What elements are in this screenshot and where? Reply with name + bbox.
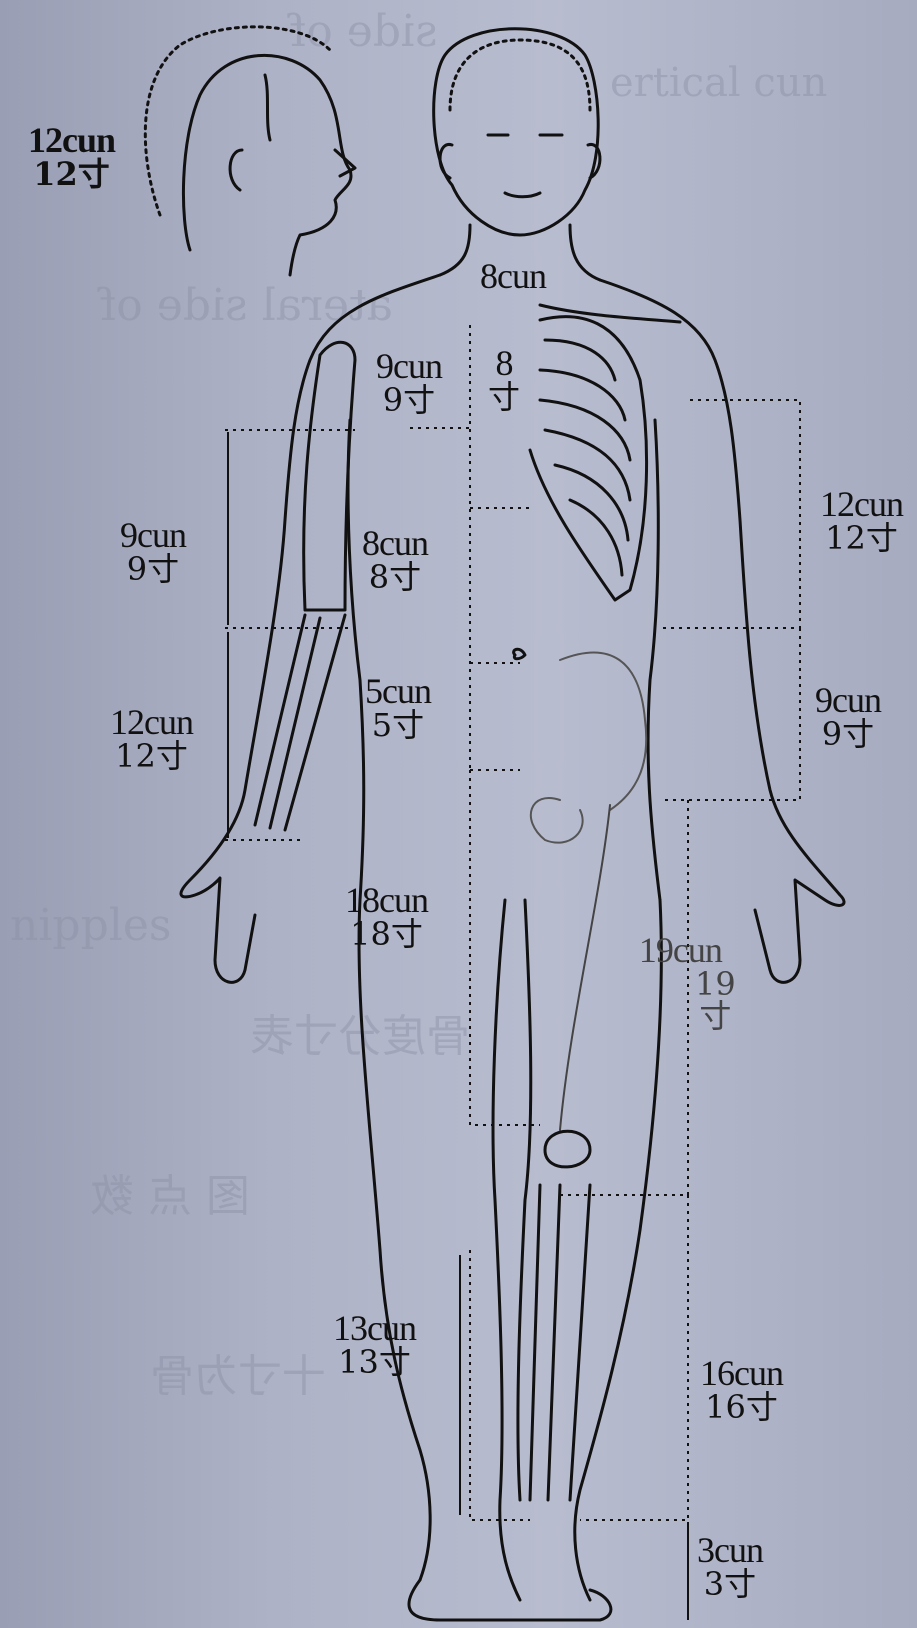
profile-ear bbox=[230, 150, 242, 190]
leg-left-outer bbox=[380, 1250, 430, 1580]
kneecap bbox=[545, 1131, 590, 1167]
ribcage bbox=[530, 317, 647, 600]
guide-lateral-leg bbox=[560, 800, 688, 1520]
label-head-zh: 12寸 bbox=[28, 158, 115, 190]
label-leg-lateral: 16cun 16寸 bbox=[700, 1355, 783, 1423]
label-head: 12cun 12寸 bbox=[28, 122, 115, 190]
label-upper-abdomen-zh: 8寸 bbox=[362, 561, 428, 593]
navel bbox=[514, 649, 525, 659]
label-thigh-medial-zh: 18寸 bbox=[345, 918, 428, 950]
label-leg-lateral-en: 16cun bbox=[700, 1355, 783, 1391]
neck-right bbox=[570, 225, 600, 280]
label-nipples-en: 8 bbox=[488, 345, 520, 381]
label-leg-medial-zh: 13寸 bbox=[333, 1346, 416, 1378]
label-leg-medial-en: 13cun bbox=[333, 1310, 416, 1346]
humerus bbox=[304, 342, 355, 610]
femur bbox=[560, 805, 610, 1130]
label-leg-lateral-zh: 16寸 bbox=[700, 1391, 783, 1423]
label-shoulders: 8cun bbox=[480, 258, 546, 294]
leg-right-inner bbox=[518, 900, 531, 1500]
guide-right-box bbox=[660, 400, 800, 800]
label-thigh-medial-en: 18cun bbox=[345, 882, 428, 918]
label-hip: 9cun 9寸 bbox=[815, 682, 881, 750]
label-upper-abdomen-en: 8cun bbox=[362, 525, 428, 561]
label-head-en: 12cun bbox=[28, 122, 115, 158]
label-lower-abdomen-en: 5cun bbox=[365, 673, 431, 709]
label-forearm-en: 12cun bbox=[110, 704, 193, 740]
label-ankle: 3cun 3寸 bbox=[697, 1532, 763, 1600]
tibia bbox=[530, 1185, 590, 1500]
pelvis bbox=[531, 653, 646, 843]
label-upper-arm: 9cun 9寸 bbox=[120, 517, 186, 585]
label-forearm: 12cun 12寸 bbox=[110, 704, 193, 772]
label-armpit: 9cun 9寸 bbox=[376, 348, 442, 416]
label-armpit-zh: 9寸 bbox=[376, 384, 442, 416]
feet bbox=[409, 1580, 611, 1620]
leg-left-inner bbox=[493, 900, 520, 1600]
label-armpit-en: 9cun bbox=[376, 348, 442, 384]
neck-left bbox=[440, 225, 470, 275]
label-shoulders-en: 8cun bbox=[480, 258, 546, 294]
right-shoulder bbox=[600, 280, 844, 982]
label-lower-abdomen: 5cun 5寸 bbox=[365, 673, 431, 741]
label-flank-en: 12cun bbox=[820, 486, 903, 522]
label-upper-arm-zh: 9寸 bbox=[120, 553, 186, 585]
label-forearm-zh: 12寸 bbox=[110, 740, 193, 772]
front-head-outline bbox=[434, 29, 599, 235]
label-flank: 12cun 12寸 bbox=[820, 486, 903, 554]
label-thigh-medial: 18cun 18寸 bbox=[345, 882, 428, 950]
mouth bbox=[505, 193, 540, 197]
profile-hairline bbox=[265, 75, 270, 140]
label-flank-zh: 12寸 bbox=[820, 522, 903, 554]
label-thigh-lateral-zh: 19 bbox=[695, 968, 736, 1000]
label-upper-arm-en: 9cun bbox=[120, 517, 186, 553]
label-nipples: 8 寸 bbox=[488, 345, 520, 413]
torso-right bbox=[648, 420, 660, 900]
ear-left bbox=[440, 144, 452, 178]
front-hairline bbox=[450, 40, 590, 110]
label-lower-abdomen-zh: 5寸 bbox=[365, 709, 431, 741]
label-ankle-en: 3cun bbox=[697, 1532, 763, 1568]
label-hip-en: 9cun bbox=[815, 682, 881, 718]
label-hip-zh: 9寸 bbox=[815, 718, 881, 750]
label-leg-medial: 13cun 13寸 bbox=[333, 1310, 416, 1378]
label-thigh-lateral-unit: 寸 bbox=[695, 1000, 736, 1032]
label-upper-abdomen: 8cun 8寸 bbox=[362, 525, 428, 593]
label-nipples-zh: 寸 bbox=[488, 381, 520, 413]
clavicle bbox=[540, 305, 680, 322]
label-thigh-lateral: 19cun 19 寸 bbox=[625, 932, 736, 1032]
label-thigh-lateral-en: 19cun bbox=[625, 932, 736, 968]
label-ankle-zh: 3寸 bbox=[697, 1568, 763, 1600]
